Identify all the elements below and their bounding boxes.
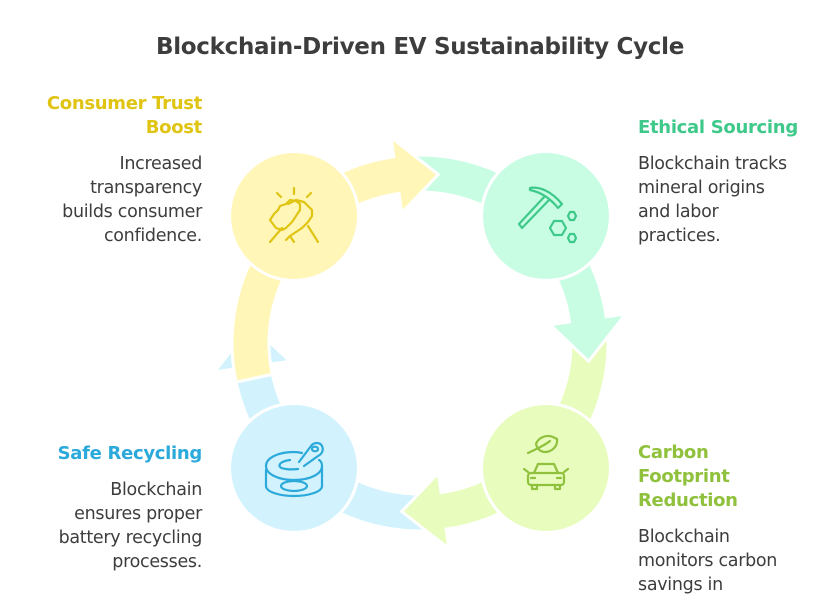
description-line: processes. (112, 552, 202, 572)
node-circle-ethical-sourcing (483, 153, 609, 279)
heading-line: Carbon (638, 442, 709, 463)
stage-heading: Safe Recycling (22, 442, 203, 466)
description-line: confidence. (103, 226, 202, 246)
leaf-car-icon (522, 434, 570, 491)
description-line: Increased (119, 154, 203, 174)
node-consumer-trust (228, 150, 360, 282)
description-line: Blockchain (638, 527, 730, 547)
description-line: practices. (638, 226, 721, 246)
stage-heading: Ethical Sourcing (638, 116, 838, 140)
stage-description: Blockchain ensures proper battery recycl… (22, 478, 203, 574)
stage-carbon-footprint: Carbon Footprint Reduction Blockchain mo… (638, 441, 838, 597)
node-carbon-footprint (480, 402, 612, 534)
description-line: mineral origins (638, 178, 765, 198)
description-line: monitors carbon (638, 551, 778, 571)
heading-line: Ethical Sourcing (638, 117, 798, 138)
stage-description: Blockchain monitors carbon savings in (638, 525, 838, 597)
description-line: savings in (638, 575, 723, 595)
description-line: battery recycling (58, 528, 203, 548)
handshake-icon (268, 186, 320, 244)
diagram-title: Blockchain-Driven EV Sustainability Cycl… (155, 34, 684, 60)
heading-line: Footprint (638, 466, 730, 487)
cycle-nodes (228, 150, 612, 534)
description-line: builds consumer (62, 202, 202, 222)
stage-safe-recycling: Safe Recycling Blockchain ensures proper… (22, 442, 203, 574)
node-safe-recycling (228, 402, 360, 534)
heading-line: Consumer Trust (46, 93, 202, 114)
stage-description: Increased transparency builds consumer c… (22, 152, 202, 248)
node-circle-carbon-footprint (483, 405, 609, 531)
stage-consumer-trust: Consumer Trust Boost Increased transpare… (22, 92, 202, 248)
stage-ethical-sourcing: Ethical Sourcing Blockchain tracks miner… (638, 116, 838, 248)
battery-can-icon (264, 441, 324, 498)
description-line: Blockchain (110, 480, 202, 500)
stage-description: Blockchain tracks mineral origins and la… (638, 152, 838, 248)
heading-line: Safe Recycling (57, 443, 203, 464)
description-line: Blockchain tracks (638, 154, 787, 174)
node-circle-safe-recycling (231, 405, 357, 531)
heading-line: Boost (145, 117, 203, 138)
description-line: ensures proper (74, 504, 202, 524)
node-ethical-sourcing (480, 150, 612, 282)
heading-line: Reduction (638, 490, 738, 511)
description-line: and labor (638, 202, 719, 222)
stage-heading: Carbon Footprint Reduction (638, 441, 838, 513)
node-circle-consumer-trust (231, 153, 357, 279)
pickaxe-minerals-icon (517, 186, 578, 244)
stage-heading: Consumer Trust Boost (22, 92, 202, 140)
description-line: transparency (90, 178, 202, 198)
